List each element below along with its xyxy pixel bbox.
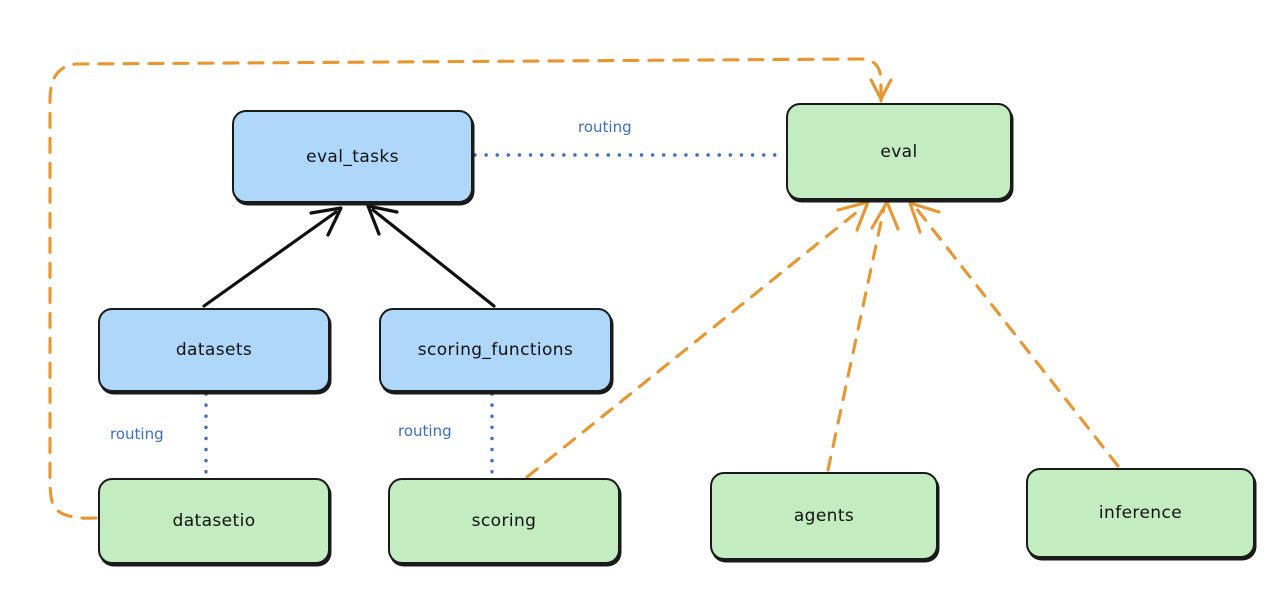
edge-agents-to-eval	[826, 200, 900, 472]
node-eval-tasks[interactable]: eval_tasks	[232, 110, 473, 203]
node-label-scoring: scoring	[471, 511, 537, 531]
edge-label-routing-eval-tasks-eval: routing	[578, 118, 632, 136]
node-label-agents: agents	[793, 506, 855, 526]
node-label-datasets: datasets	[175, 340, 253, 360]
edge-datasets-to-eval_tasks	[202, 206, 343, 308]
node-label-inference: inference	[1098, 503, 1183, 523]
node-datasetio[interactable]: datasetio	[98, 478, 330, 564]
edge-inference-to-eval	[908, 201, 1120, 468]
edge-scoring_functions-to-eval_tasks	[366, 204, 496, 308]
node-agents[interactable]: agents	[710, 472, 938, 560]
node-scoring-functions[interactable]: scoring_functions	[379, 308, 612, 392]
node-label-scoring-functions: scoring_functions	[417, 340, 574, 360]
edge-label-routing-scoring-functions-scoring: routing	[398, 422, 452, 440]
node-datasets[interactable]: datasets	[98, 308, 330, 392]
node-label-datasetio: datasetio	[172, 511, 256, 531]
node-scoring[interactable]: scoring	[388, 478, 620, 564]
node-label-eval-tasks: eval_tasks	[306, 146, 399, 167]
node-inference[interactable]: inference	[1026, 468, 1255, 558]
node-label-eval: eval	[880, 141, 918, 162]
node-eval[interactable]: eval	[786, 103, 1012, 200]
edge-label-routing-datasets-datasetio: routing	[110, 425, 164, 443]
